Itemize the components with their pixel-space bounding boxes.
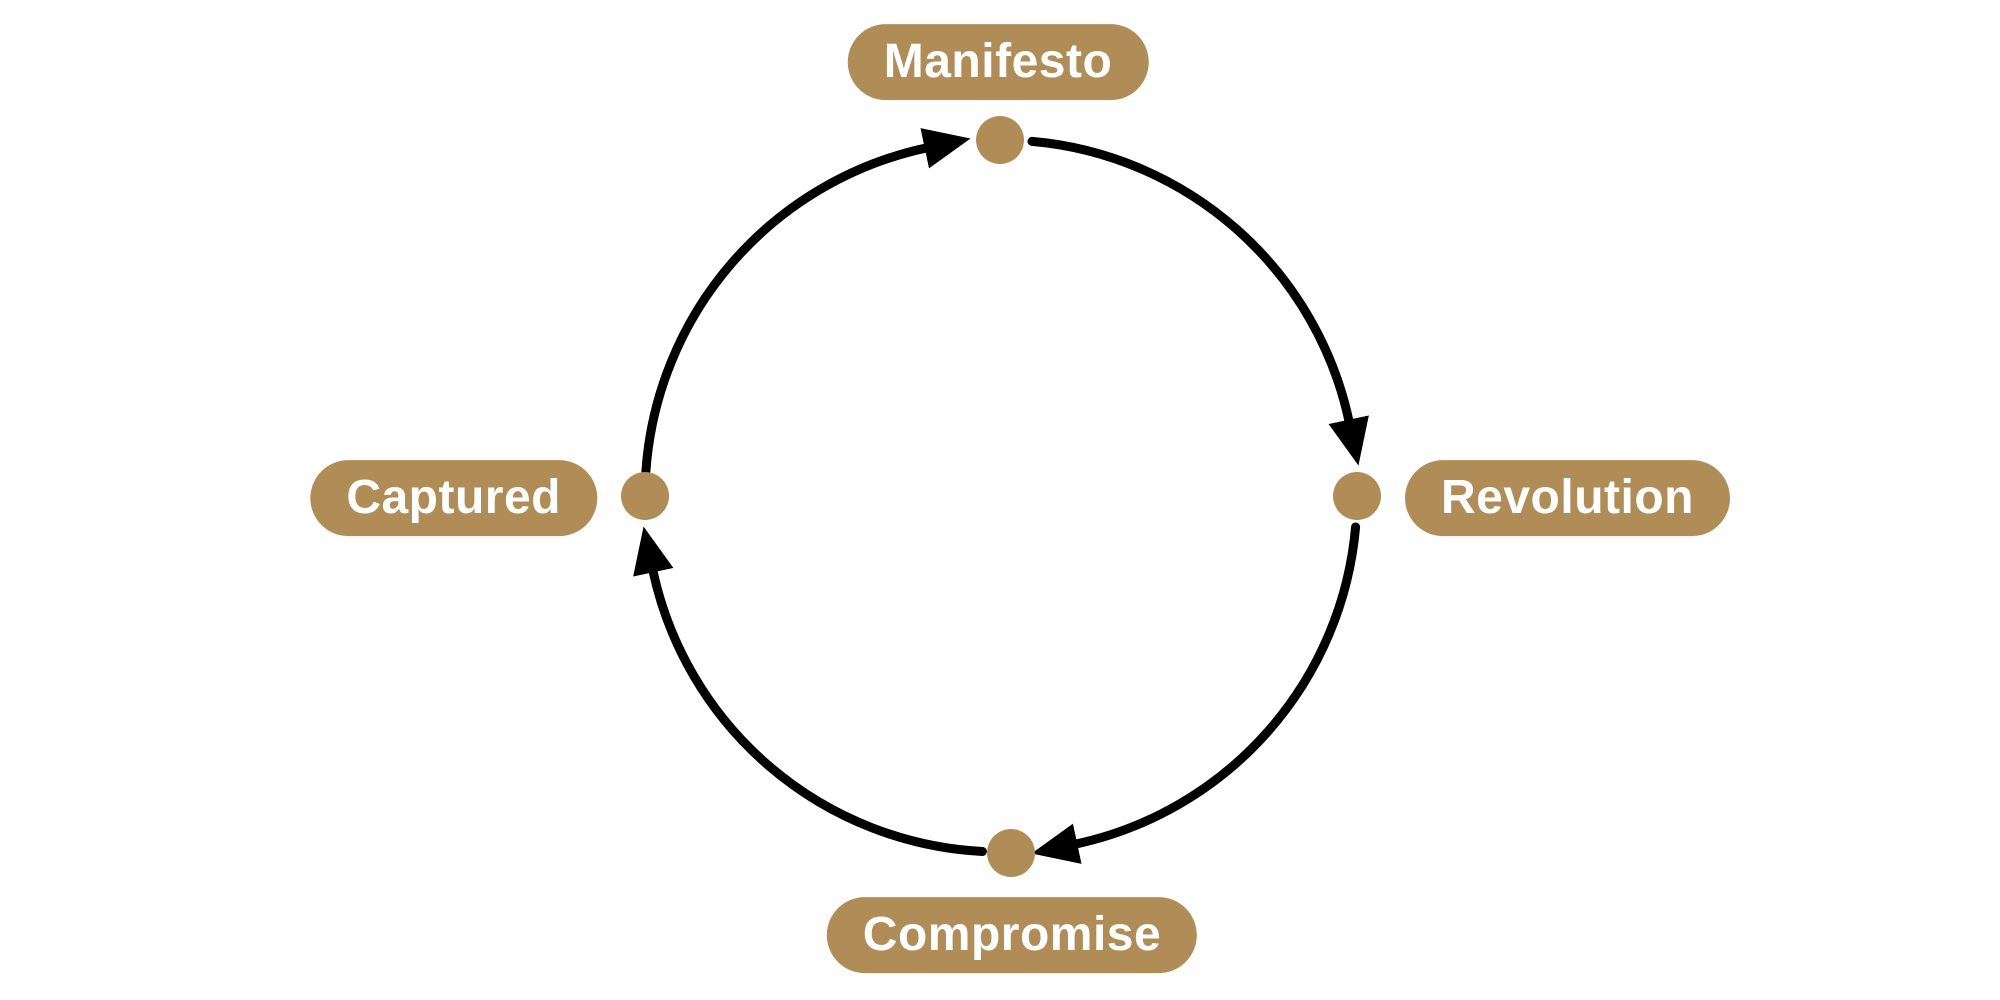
node-dot-captured bbox=[621, 472, 669, 520]
node-pill-manifesto: Manifesto bbox=[847, 24, 1149, 100]
arc-compromise-to-captured bbox=[633, 526, 987, 856]
node-dot-compromise bbox=[987, 829, 1035, 877]
arc-revolution-to-compromise bbox=[1031, 522, 1361, 864]
node-pill-captured: Captured bbox=[310, 460, 597, 536]
arc-manifesto-to-revolution bbox=[1027, 136, 1369, 466]
node-dot-manifesto bbox=[976, 116, 1024, 164]
node-pill-revolution: Revolution bbox=[1405, 460, 1730, 536]
node-pill-compromise: Compromise bbox=[826, 897, 1198, 973]
node-dot-revolution bbox=[1333, 472, 1381, 520]
arc-captured-to-manifesto bbox=[641, 128, 971, 476]
